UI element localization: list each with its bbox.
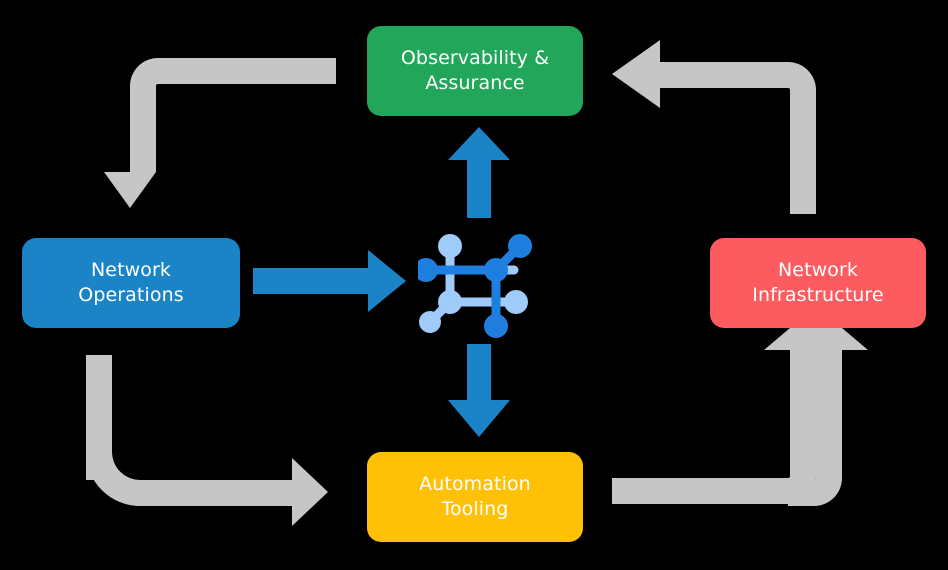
- node-network-operations[interactable]: Network Operations: [22, 238, 240, 328]
- node-network-infrastructure[interactable]: Network Infrastructure: [710, 238, 926, 328]
- arrow-hub-to-automation: [448, 344, 510, 437]
- arrow-operations-to-automation: [86, 355, 328, 526]
- node-label-observability: Observability & Assurance: [400, 46, 550, 94]
- node-observability-and-assurance[interactable]: Observability & Assurance: [367, 26, 583, 116]
- node-label-network-operations: Network Operations: [78, 258, 184, 306]
- node-label-automation-tooling: Automation Tooling: [419, 472, 531, 520]
- arrow-operations-to-hub: [253, 250, 406, 312]
- network-topology-icon: [418, 234, 532, 338]
- arrow-automation-to-infrastructure: [612, 306, 868, 506]
- arrow-hub-to-observability: [448, 127, 510, 218]
- node-automation-tooling[interactable]: Automation Tooling: [367, 452, 583, 542]
- node-label-network-infrastructure: Network Infrastructure: [752, 258, 884, 306]
- arrow-observability-to-operations: [104, 58, 336, 208]
- arrow-infrastructure-to-observability: [612, 40, 816, 214]
